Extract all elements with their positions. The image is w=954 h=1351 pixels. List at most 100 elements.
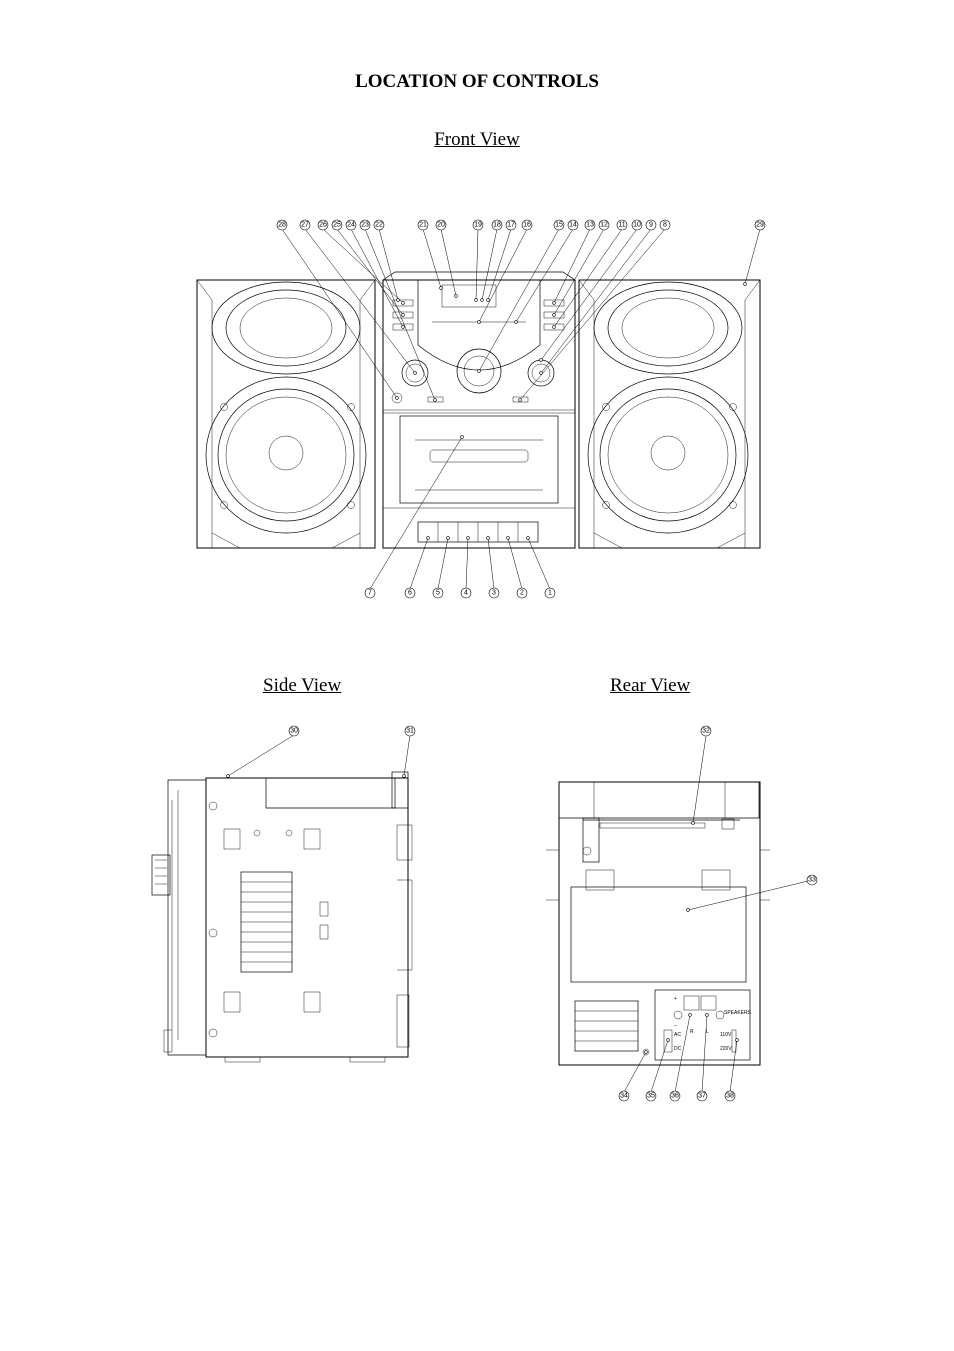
svg-text:23: 23 (361, 222, 369, 229)
svg-text:5: 5 (436, 590, 440, 597)
svg-text:4: 4 (464, 590, 468, 597)
callout-35: 35 (645, 1038, 670, 1102)
svg-text:9: 9 (649, 222, 653, 229)
callout-7: 7 (364, 435, 464, 599)
rear-view-drawing: + – SPEAKERS R L AC DC 110V 220V (546, 781, 770, 1066)
callout-9: 9 (539, 219, 657, 375)
svg-text:34: 34 (620, 1093, 628, 1100)
callout-5: 5 (432, 536, 450, 599)
svg-text:17: 17 (507, 222, 515, 229)
svg-text:28: 28 (278, 222, 286, 229)
callout-26: 26 (317, 219, 405, 305)
svg-text:10: 10 (633, 222, 641, 229)
svg-text:33: 33 (808, 877, 816, 884)
callout-16: 16 (477, 219, 533, 324)
svg-text:7: 7 (368, 590, 372, 597)
callout-15: 15 (477, 219, 565, 373)
callout-22: 22 (373, 219, 400, 302)
svg-text:24: 24 (347, 222, 355, 229)
callout-23: 23 (359, 219, 437, 402)
callout-1: 1 (526, 536, 556, 599)
right-speaker (578, 279, 761, 549)
svg-text:37: 37 (698, 1093, 706, 1100)
callout-2: 2 (506, 536, 528, 599)
svg-text:110V: 110V (720, 1032, 732, 1038)
callout-30: 30 (226, 725, 300, 778)
callout-31: 31 (402, 725, 416, 778)
callout-14: 14 (514, 219, 579, 324)
callout-4: 4 (460, 536, 472, 599)
svg-text:32: 32 (702, 728, 710, 735)
front-view-drawing (196, 271, 761, 549)
svg-text:35: 35 (647, 1093, 655, 1100)
rear-view-label: Rear View (610, 675, 691, 696)
svg-text:30: 30 (290, 728, 298, 735)
svg-text:AC: AC (674, 1032, 681, 1038)
callout-12: 12 (552, 219, 610, 317)
callout-3: 3 (486, 536, 500, 599)
callout-32: 32 (691, 725, 712, 825)
svg-text:25: 25 (333, 222, 341, 229)
svg-text:38: 38 (726, 1093, 734, 1100)
side-view-label: Side View (263, 675, 342, 696)
front-top-callouts: 28 27 26 25 24 23 22 21 20 19 (276, 219, 766, 402)
svg-text:2: 2 (520, 590, 524, 597)
svg-text:8: 8 (663, 222, 667, 229)
callout-38: 38 (724, 1038, 739, 1102)
front-bottom-callouts: 7 6 5 4 3 2 1 (364, 435, 556, 599)
callout-33: 33 (686, 874, 818, 912)
svg-text:26: 26 (319, 222, 327, 229)
callout-29: 29 (743, 219, 766, 286)
svg-text:+: + (674, 996, 677, 1002)
callout-28: 28 (276, 219, 399, 400)
svg-text:27: 27 (301, 222, 309, 229)
svg-text:SPEAKERS: SPEAKERS (724, 1010, 752, 1016)
svg-text:13: 13 (586, 222, 594, 229)
svg-text:19: 19 (474, 222, 482, 229)
callout-6: 6 (404, 536, 430, 599)
svg-text:R: R (690, 1029, 694, 1035)
svg-text:L: L (706, 1029, 709, 1035)
callout-10: 10 (539, 219, 643, 362)
side-view-drawing (151, 771, 413, 1063)
svg-text:29: 29 (756, 222, 764, 229)
page-title: LOCATION OF CONTROLS (355, 71, 599, 92)
rear-callouts: 32 33 34 35 36 37 38 (618, 725, 818, 1102)
svg-text:1: 1 (548, 590, 552, 597)
svg-text:6: 6 (408, 590, 412, 597)
callout-19: 19 (472, 219, 484, 302)
svg-text:20: 20 (437, 222, 445, 229)
svg-text:21: 21 (419, 222, 427, 229)
svg-text:15: 15 (555, 222, 563, 229)
svg-text:16: 16 (523, 222, 531, 229)
svg-text:18: 18 (493, 222, 501, 229)
svg-text:–: – (674, 1023, 677, 1029)
callout-21: 21 (417, 219, 443, 290)
callout-17: 17 (486, 219, 517, 302)
callout-34: 34 (618, 1050, 648, 1102)
svg-text:3: 3 (492, 590, 496, 597)
callout-27: 27 (299, 219, 417, 375)
main-unit-front (381, 271, 577, 549)
callout-36: 36 (669, 1013, 692, 1102)
callout-8: 8 (518, 219, 671, 402)
svg-text:14: 14 (569, 222, 577, 229)
front-view-label: Front View (434, 129, 520, 150)
svg-text:22: 22 (375, 222, 383, 229)
callout-20: 20 (435, 219, 458, 298)
side-callouts: 30 31 (226, 725, 416, 778)
callout-18: 18 (480, 219, 503, 302)
svg-text:DC: DC (674, 1046, 682, 1052)
callout-25: 25 (331, 219, 405, 317)
callout-37: 37 (696, 1013, 709, 1102)
svg-text:11: 11 (618, 222, 625, 229)
svg-text:12: 12 (600, 222, 608, 229)
left-speaker (196, 279, 376, 549)
svg-text:31: 31 (406, 728, 414, 735)
callout-13: 13 (552, 219, 596, 305)
callout-11: 11 (552, 219, 628, 329)
svg-text:36: 36 (671, 1093, 679, 1100)
svg-text:220V: 220V (720, 1046, 732, 1052)
callout-24: 24 (345, 219, 405, 329)
